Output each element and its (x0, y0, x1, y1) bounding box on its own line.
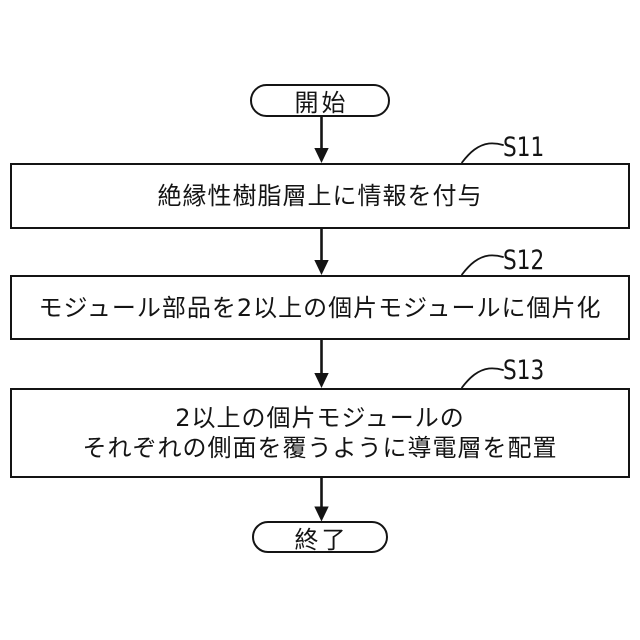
arrowhead-s12-to-s13-icon (314, 373, 329, 388)
end-label: 終了 (294, 525, 349, 554)
leader-line-s11 (461, 142, 504, 164)
process-box-s11: 絶縁性樹脂層上に情報を付与 (10, 163, 630, 229)
process-text-line: 2以上の個片モジュールの (175, 404, 465, 432)
end-terminal: 終了 (252, 521, 388, 554)
process-text-line: それぞれの側面を覆うように導電層を配置 (82, 434, 558, 462)
step-label-s12: S12 (503, 245, 545, 276)
start-label: 開始 (294, 89, 349, 117)
arrowhead-s13-to-end-icon (314, 506, 329, 522)
process-text-line: モジュール部品を2以上の個片モジュールに個片化 (38, 293, 602, 322)
arrowhead-start-to-s11-icon (314, 148, 329, 163)
start-terminal: 開始 (250, 84, 390, 117)
leader-line-s12 (461, 254, 504, 276)
arrowhead-s11-to-s12-icon (314, 260, 329, 275)
process-text-line: 絶縁性樹脂層上に情報を付与 (157, 182, 483, 210)
step-label-s11: S11 (503, 132, 545, 163)
process-box-s12: モジュール部品を2以上の個片モジュールに個片化 (10, 275, 630, 340)
leader-line-s13 (461, 367, 504, 389)
process-box-s13: 2以上の個片モジュールの それぞれの側面を覆うように導電層を配置 (10, 388, 630, 478)
step-label-s13: S13 (503, 355, 545, 386)
